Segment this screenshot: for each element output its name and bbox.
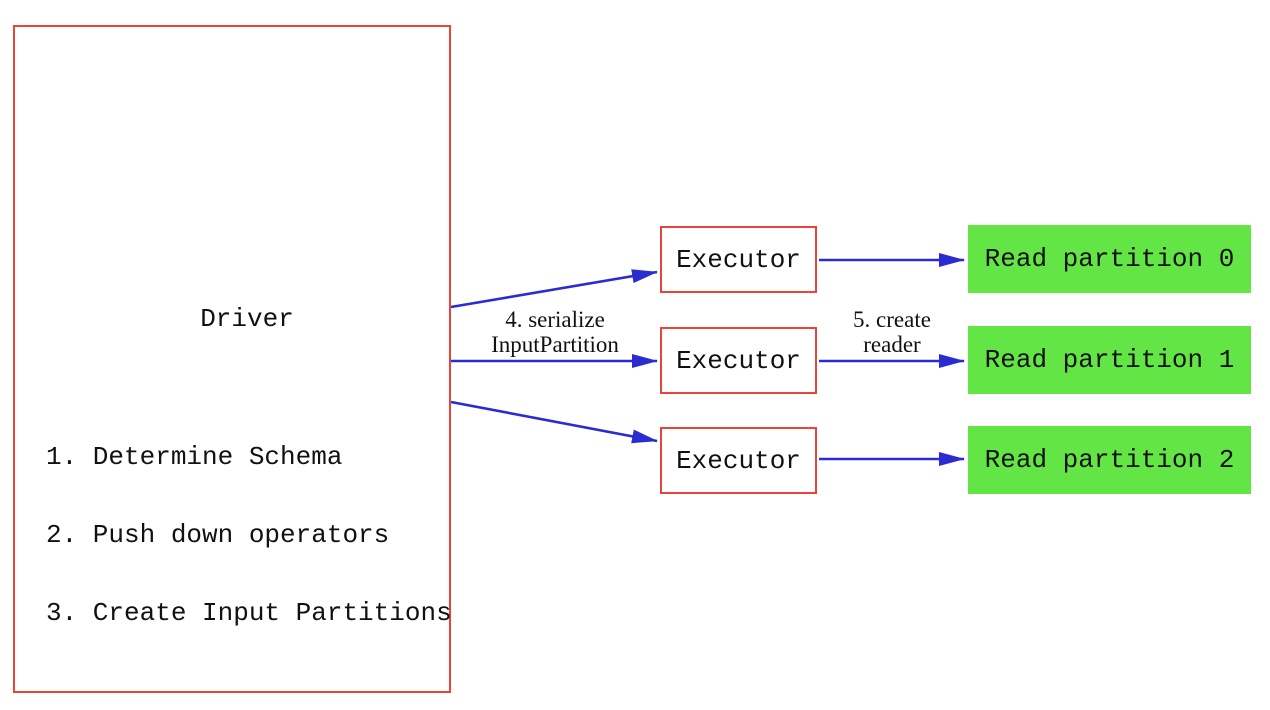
executor-box-1: Executor [660, 327, 817, 394]
partition-box-0: Read partition 0 [968, 225, 1251, 293]
partition-box-1: Read partition 1 [968, 326, 1251, 394]
edge-label-create-reader: 5. create reader [782, 307, 1002, 357]
executor-label: Executor [676, 244, 801, 275]
driver-step-3: 3. Create Input Partitions [46, 598, 452, 628]
executor-label: Executor [676, 345, 801, 376]
arrow-driver-to-executor-2 [450, 400, 658, 444]
edge-label-serialize: 4. serialize InputPartition [445, 307, 665, 357]
executor-box-0: Executor [660, 226, 817, 293]
edge-label-serialize-line2: InputPartition [491, 332, 619, 357]
driver-steps: 1. Determine Schema 2. Push down operato… [46, 392, 452, 678]
edge-label-create-reader-line2: reader [863, 332, 921, 357]
driver-step-1: 1. Determine Schema [46, 442, 343, 472]
partition-box-2: Read partition 2 [968, 426, 1251, 494]
executor-box-2: Executor [660, 427, 817, 494]
partition-label: Read partition 2 [984, 445, 1235, 475]
arrow-driver-to-executor-0 [450, 269, 658, 309]
driver-box: Driver 1. Determine Schema 2. Push down … [13, 25, 452, 693]
partition-label: Read partition 1 [984, 345, 1235, 375]
edge-label-create-reader-line1: 5. create [853, 307, 931, 332]
edge-label-serialize-line1: 4. serialize [505, 307, 605, 332]
partition-label: Read partition 0 [984, 244, 1235, 274]
executor-label: Executor [676, 445, 801, 476]
driver-step-2: 2. Push down operators [46, 520, 390, 550]
driver-title: Driver [200, 304, 294, 334]
